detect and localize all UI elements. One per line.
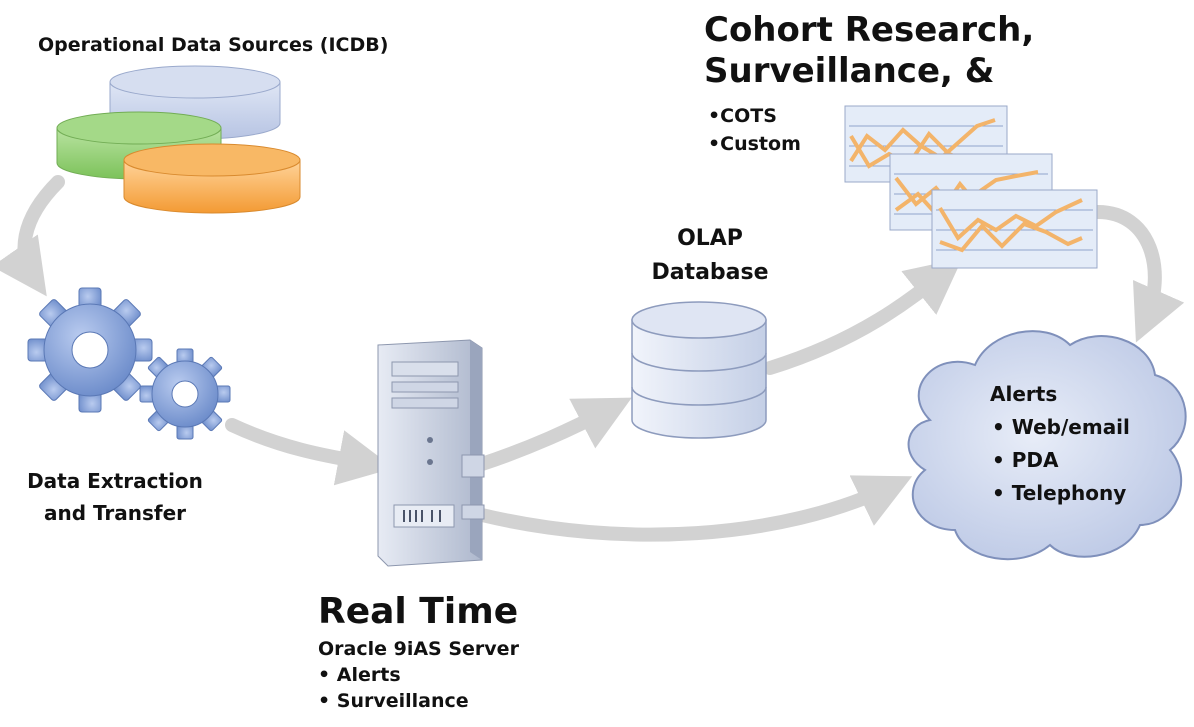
olap-database-label: OLAP Database <box>620 222 800 290</box>
chart-sheet-3 <box>931 189 1098 269</box>
arrow-server-to-cloud <box>475 475 913 542</box>
small-gear-icon <box>139 348 231 440</box>
olap-label-line-1: OLAP <box>677 226 743 251</box>
real-time-item-surveillance: Surveillance <box>318 688 519 714</box>
alert-item-web-email: Web/email <box>990 411 1130 444</box>
real-time-details: Oracle 9iAS Server Alerts Surveillance <box>318 636 519 714</box>
alerts-block: Alerts Web/email PDA Telephony <box>990 378 1130 510</box>
data-extraction-label: Data Extraction and Transfer <box>0 465 230 529</box>
cohort-title-line-1: Cohort Research, <box>704 10 1035 50</box>
alert-item-pda: PDA <box>990 444 1130 477</box>
extraction-label-line-2: and Transfer <box>43 501 187 525</box>
real-time-list: Alerts Surveillance <box>318 662 519 714</box>
cohort-title-line-2: Surveillance, & <box>704 51 995 91</box>
cohort-item-custom: Custom <box>708 130 801 158</box>
arrow-charts-to-cloud <box>1091 205 1185 343</box>
data-sources-icon <box>56 65 301 214</box>
olap-label-line-2: Database <box>651 260 769 285</box>
flow-arrows <box>0 175 1185 542</box>
arrow-server-to-olap <box>475 397 632 471</box>
orange-disk <box>123 143 301 214</box>
alerts-title: Alerts <box>990 382 1058 406</box>
real-time-title: Real Time <box>318 591 519 632</box>
data-sources-title: Operational Data Sources (ICDB) <box>38 34 389 56</box>
chart-sheets-icon <box>844 105 1098 269</box>
olap-database-icon <box>631 301 767 439</box>
alerts-list: Web/email PDA Telephony <box>990 411 1130 510</box>
arrow-olap-to-charts <box>763 258 963 375</box>
cohort-research-title: Cohort Research, Surveillance, & <box>704 10 1034 92</box>
server-subtitle: Oracle 9iAS Server <box>318 638 519 660</box>
server-icon <box>377 339 485 567</box>
cohort-items: COTS Custom <box>708 102 801 158</box>
gears-icon <box>27 287 231 440</box>
real-time-item-alerts: Alerts <box>318 662 519 688</box>
extraction-label-line-1: Data Extraction <box>27 469 203 493</box>
large-gear-icon <box>27 287 153 413</box>
alert-item-telephony: Telephony <box>990 477 1130 510</box>
arrow-etl-to-server <box>225 418 395 486</box>
cohort-item-cots: COTS <box>708 102 801 130</box>
arrow-sources-to-etl <box>0 175 65 297</box>
